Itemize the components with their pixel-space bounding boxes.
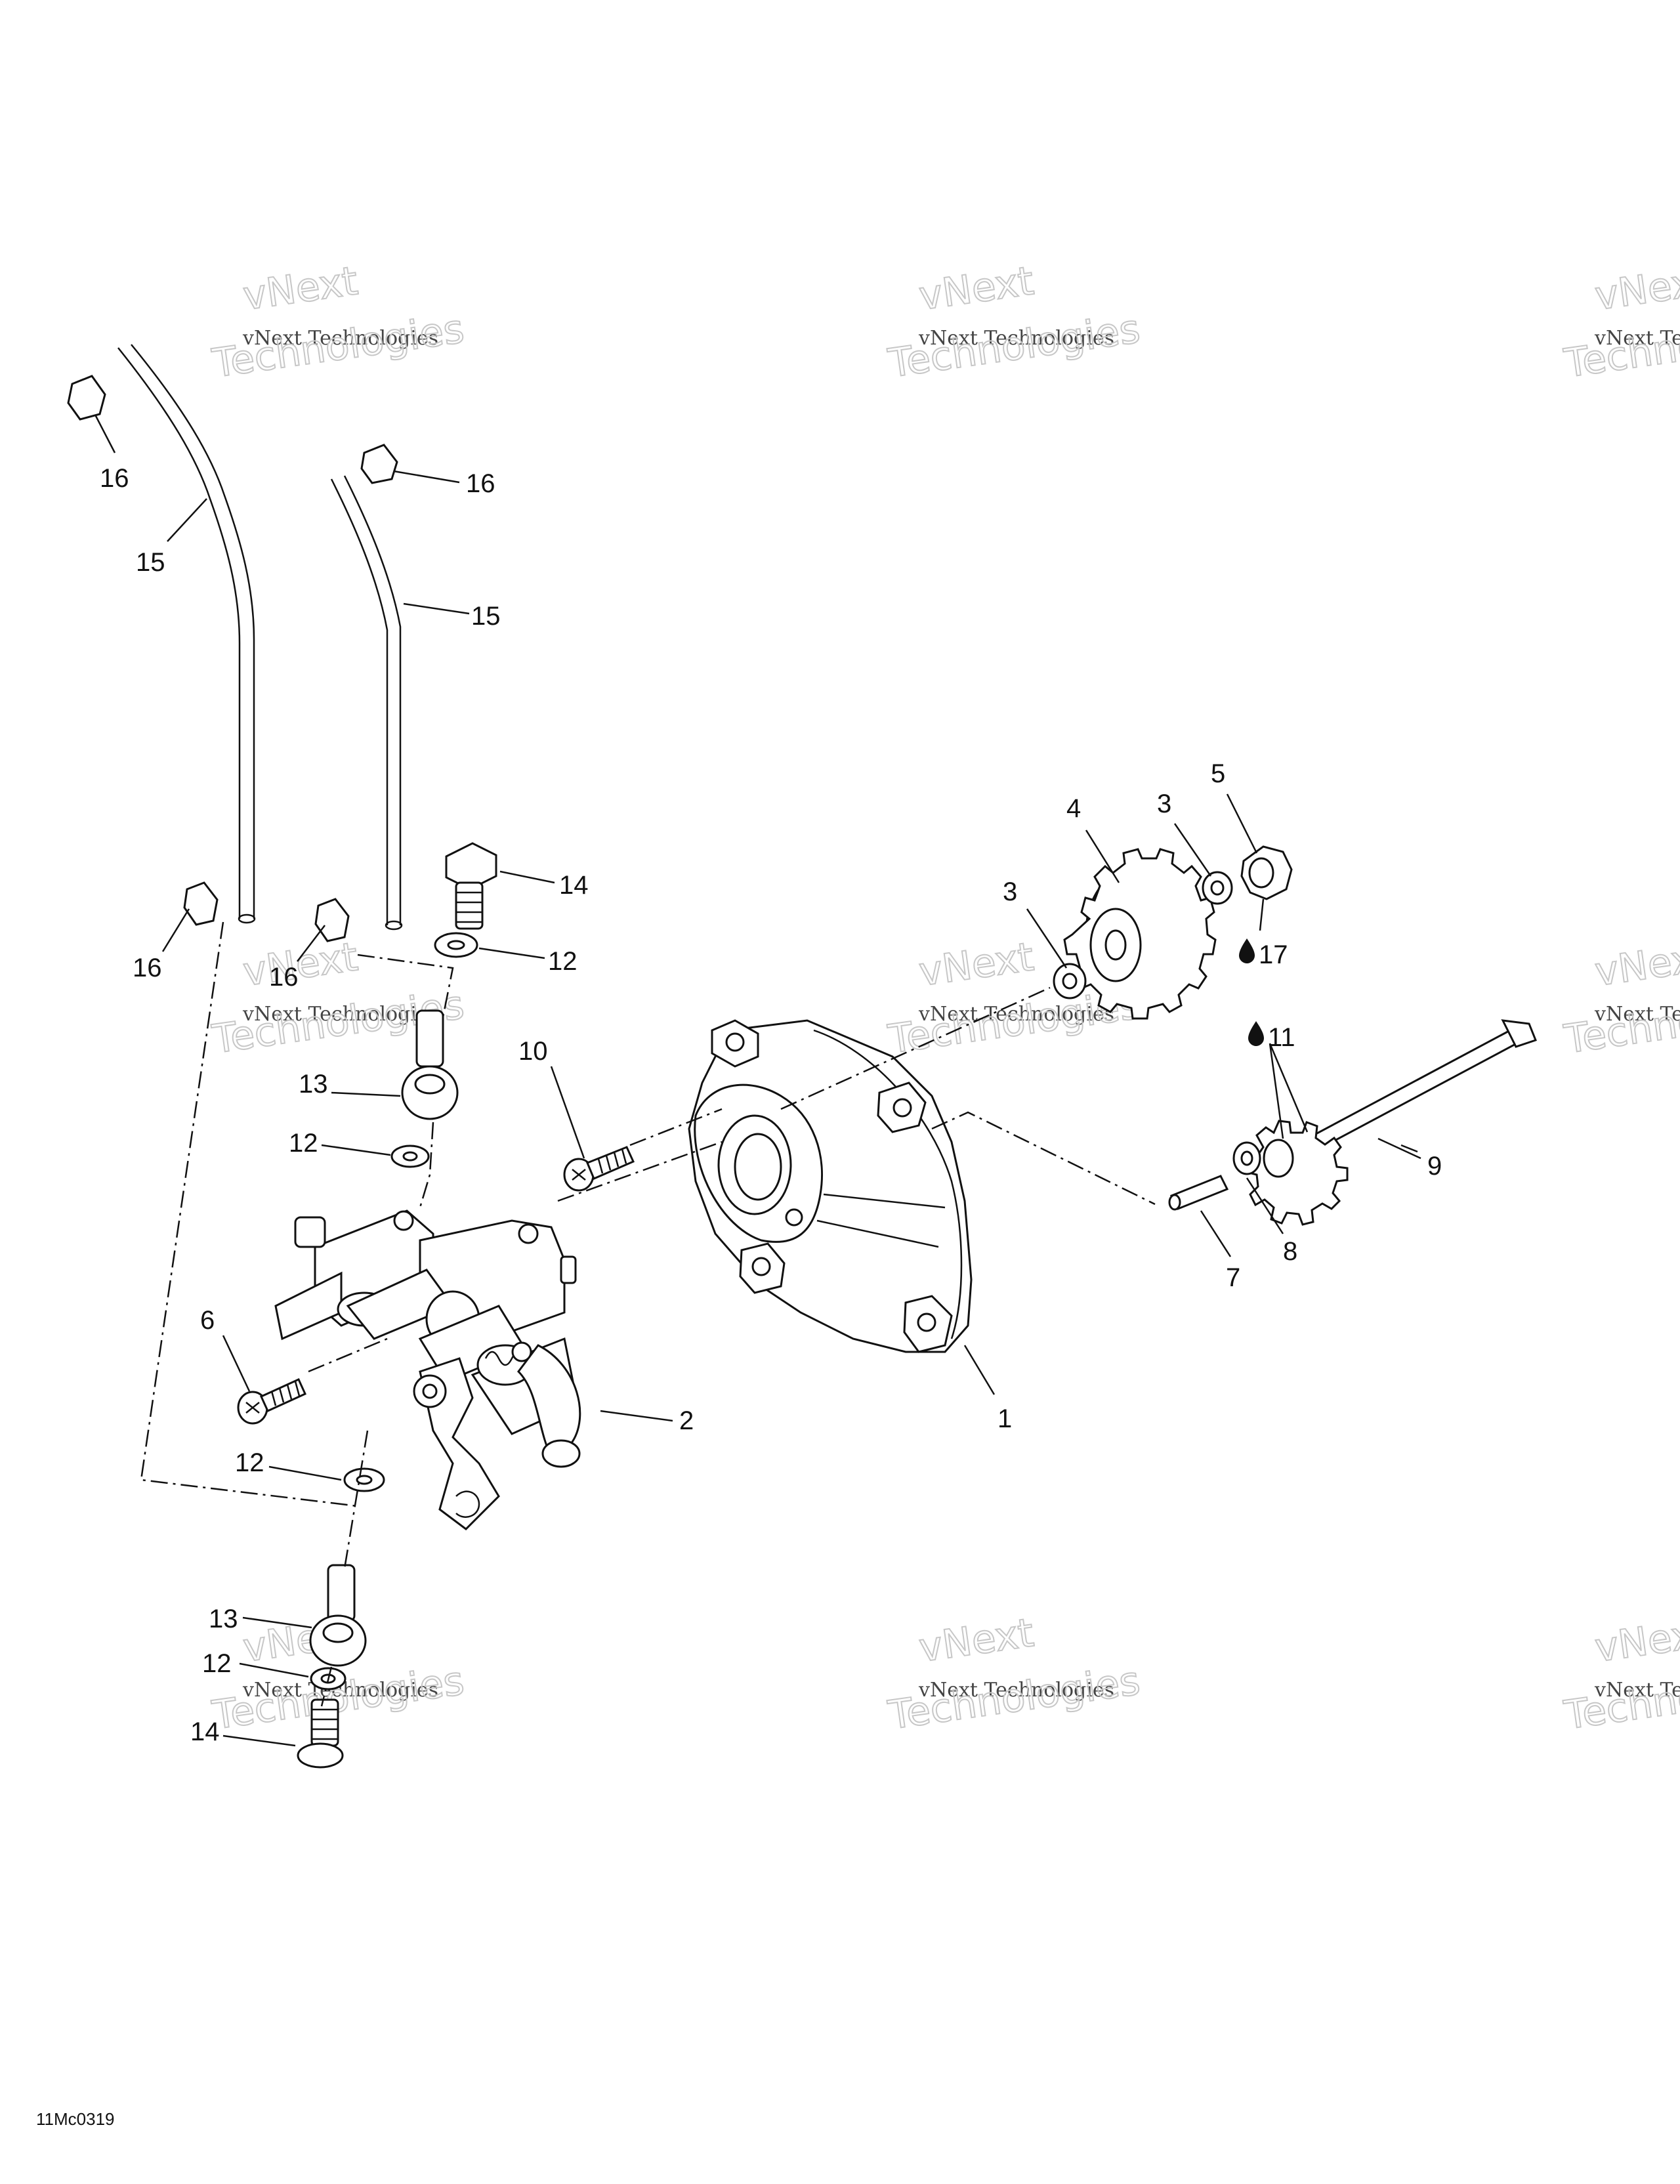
callout-label: 4: [1066, 794, 1081, 823]
watermark-small: vNext Technologies: [1594, 1003, 1680, 1026]
callout-label: 1: [998, 1404, 1012, 1433]
watermark: vNext vNext Technologies Technologies: [209, 257, 467, 387]
watermark: vNext vNext Technologies Technologies: [1561, 1609, 1680, 1739]
oil-drop-icon: [1239, 938, 1264, 1046]
callout-label: 13: [299, 1070, 328, 1099]
banjo-bolt-lower: [297, 1698, 344, 1769]
watermark-group: vNext vNext Technologies Technologies vN…: [209, 257, 1680, 1739]
callout-labels: 16 15 16 15 16 16 14 12 13 12 10 6 12 13…: [100, 464, 1442, 1746]
oil-line-right: [330, 475, 403, 931]
callout-label: 3: [1003, 877, 1017, 906]
washer-right-hole: [1210, 880, 1225, 896]
watermark-line1: vNext: [916, 934, 1036, 996]
banjo-fitting-lower: [309, 1564, 367, 1667]
watermark-line1: vNext: [240, 934, 360, 996]
watermark: vNext vNext Technologies Technologies: [885, 257, 1143, 387]
callout-label: 13: [209, 1605, 238, 1633]
callout-label: 16: [133, 954, 162, 982]
callout-label: 6: [200, 1306, 215, 1335]
callout-label: 16: [100, 464, 129, 493]
callout-label: 14: [190, 1717, 220, 1746]
watermark: vNext vNext Technologies Technologies: [885, 1609, 1143, 1739]
pump-housing: [688, 1019, 973, 1353]
callout-label: 16: [269, 963, 299, 992]
watermark-line2: Technologies: [1561, 306, 1680, 387]
callout-label: 14: [559, 871, 589, 900]
callout-label: 10: [518, 1037, 548, 1066]
oil-line-left: [117, 344, 256, 924]
watermark-small: vNext Technologies: [242, 327, 438, 350]
washer-upper-b-hole: [402, 1151, 418, 1162]
callout-label: 12: [548, 947, 578, 976]
callout-label: 17: [1259, 940, 1288, 969]
callout-label: 11: [1268, 1023, 1295, 1052]
watermark-line1: vNext: [1592, 258, 1680, 320]
watermark-line1: vNext: [916, 1610, 1036, 1671]
screw-6: [237, 1378, 306, 1425]
watermark-small: vNext Technologies: [918, 1679, 1114, 1702]
washer-8-hole: [1240, 1150, 1253, 1166]
callout-label: 15: [471, 602, 501, 631]
watermark-small: vNext Technologies: [918, 1003, 1114, 1026]
callout-label: 16: [466, 469, 495, 498]
watermark-small: vNext Technologies: [918, 327, 1114, 350]
nut-5: [1240, 845, 1293, 900]
washer-lower-a-hole: [356, 1475, 373, 1485]
pinion-gear: [1244, 1120, 1349, 1226]
clamp-icon: [67, 375, 398, 942]
watermark: vNext vNext Technologies Technologies: [1561, 933, 1680, 1063]
callout-label: 5: [1211, 759, 1225, 788]
callout-label: 8: [1283, 1237, 1297, 1266]
watermark-line2: Technologies: [1561, 982, 1680, 1062]
callout-label: 12: [235, 1448, 264, 1477]
callout-label: 12: [289, 1129, 318, 1158]
watermark: vNext vNext Technologies Technologies: [1561, 257, 1680, 387]
watermark-small: vNext Technologies: [242, 1003, 438, 1026]
callout-label: 12: [202, 1649, 232, 1678]
callout-label: 9: [1427, 1152, 1442, 1181]
drive-gear: [1063, 848, 1217, 1020]
callout-label: 3: [1157, 789, 1171, 818]
watermark-small: vNext Technologies: [1594, 327, 1680, 350]
banjo-fitting-upper: [401, 1009, 459, 1120]
leader-lines: [94, 414, 1421, 1747]
washer-upper-a-hole: [447, 940, 465, 950]
watermark-line1: vNext: [1592, 1610, 1680, 1671]
watermark-small: vNext Technologies: [1594, 1679, 1680, 1702]
screw-10: [563, 1146, 635, 1192]
watermark-line1: vNext: [916, 258, 1036, 320]
oil-pump: [274, 1209, 581, 1530]
washer-left-hole: [1062, 973, 1078, 990]
callout-label: 15: [136, 548, 165, 577]
callout-label: 7: [1226, 1263, 1240, 1292]
assembly-lines: [140, 921, 1156, 1707]
watermark-line1: vNext: [1592, 934, 1680, 996]
reference-code: 11Mc0319: [36, 2109, 115, 2129]
banjo-bolt-upper: [445, 842, 497, 930]
watermark-line2: Technologies: [1561, 1658, 1680, 1738]
callout-label: 2: [679, 1406, 694, 1435]
pin-7: [1168, 1175, 1229, 1211]
watermark-line1: vNext: [240, 258, 360, 320]
